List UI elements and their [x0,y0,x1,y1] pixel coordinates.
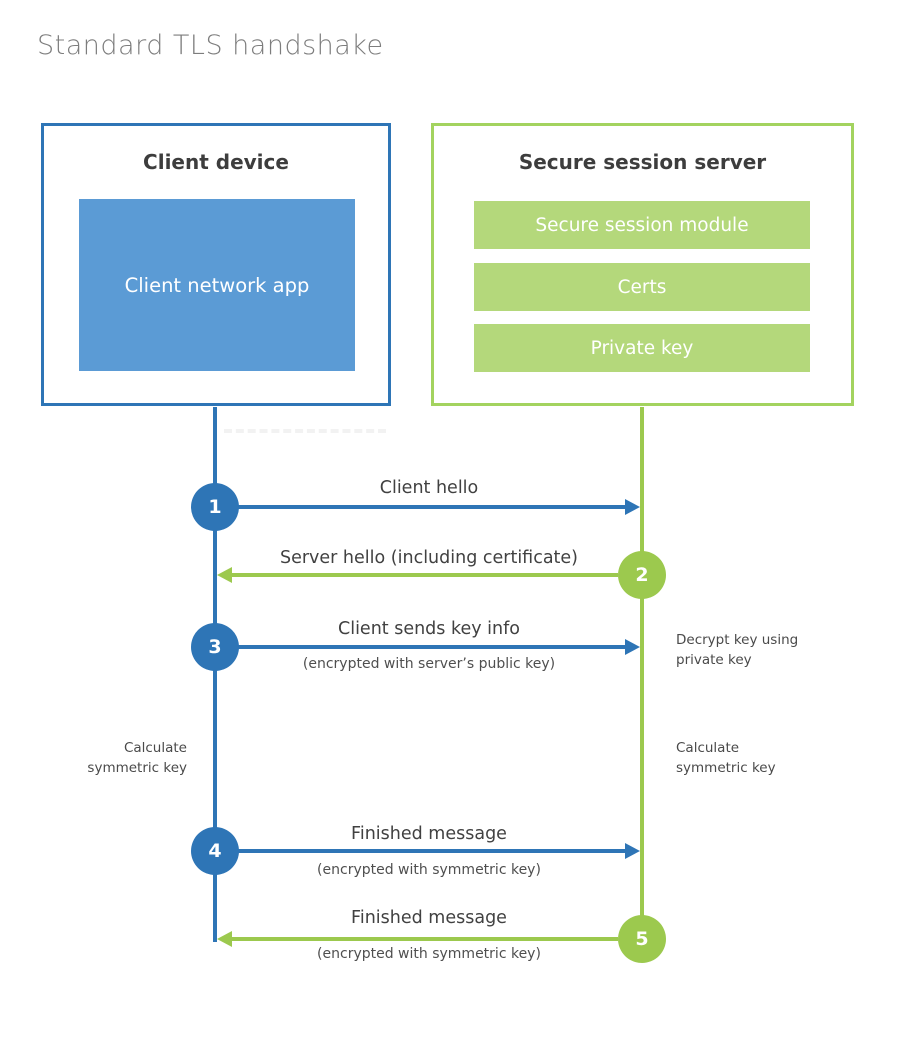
server-module-certs: Certs [474,263,810,311]
step-5-badge: 5 [618,915,666,963]
step-1-badge: 1 [191,483,239,531]
msg4-arrow-line [215,849,625,853]
msg3-label: Client sends key info [337,619,520,639]
msg2-arrow-line [232,573,618,577]
msg5-arrowhead-left-icon [217,931,232,947]
note-calc-symmetric-left: Calculate symmetric key [87,740,187,776]
faint-dashed-line [224,429,386,433]
msg4-sublabel: (encrypted with symmetric key) [317,862,541,878]
msg1-arrowhead-right-icon [625,499,640,515]
msg5-arrow-line [232,937,618,941]
note-calc-symmetric-right: Calculate symmetric key [676,740,776,776]
client-network-app-block: Client network app [79,199,355,371]
msg1-label: Client hello [379,478,479,498]
msg2-label: Server hello (including certificate) [279,548,579,568]
msg3-arrow-line [215,645,625,649]
step-2-badge: 2 [618,551,666,599]
secure-session-server-title: Secure session server [518,150,767,174]
step-3-badge: 3 [191,623,239,671]
note-decrypt-key: Decrypt key using private key [676,632,799,668]
client-device-title: Client device [143,150,289,174]
page-title: Standard TLS handshake [37,30,384,61]
msg5-label: Finished message [351,908,507,928]
msg4-arrowhead-right-icon [625,843,640,859]
server-module-private-key: Private key [474,324,810,372]
msg3-sublabel: (encrypted with server’s public key) [302,656,556,672]
client-device-box: Client device Client network app [41,123,391,406]
secure-session-server-box: Secure session server Secure session mod… [431,123,854,406]
msg1-arrow-line [215,505,625,509]
msg3-arrowhead-right-icon [625,639,640,655]
server-module-secure-session: Secure session module [474,201,810,249]
step-4-badge: 4 [191,827,239,875]
msg5-sublabel: (encrypted with symmetric key) [317,946,541,962]
msg4-label: Finished message [351,824,507,844]
client-lifeline [213,407,217,942]
client-network-app-label: Client network app [124,273,310,297]
server-lifeline [640,407,644,916]
msg2-arrowhead-left-icon [217,567,232,583]
